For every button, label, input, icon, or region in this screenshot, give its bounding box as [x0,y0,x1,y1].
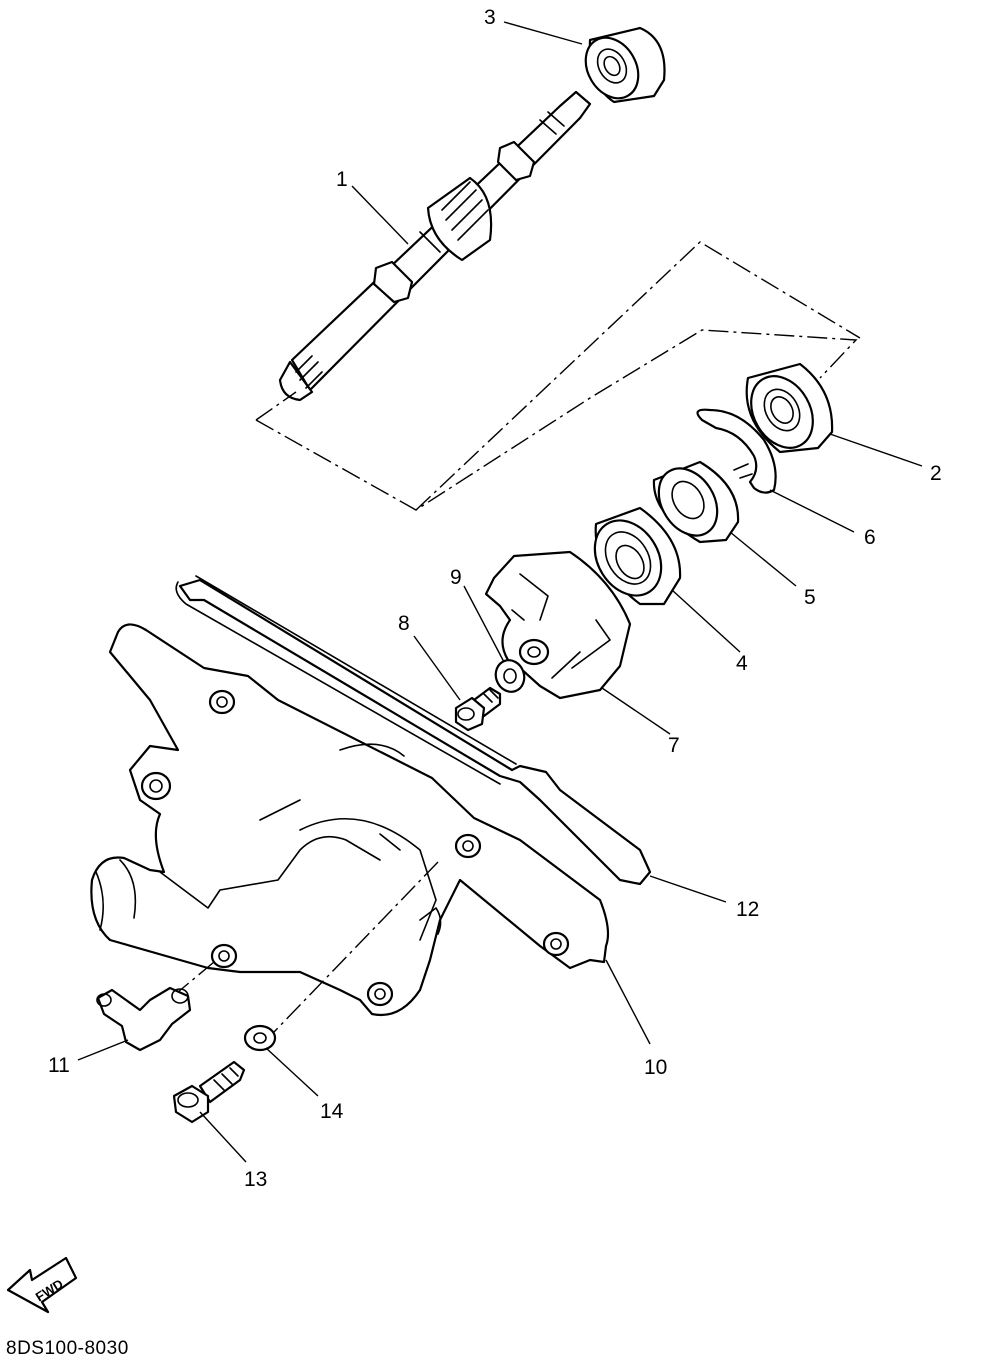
callout-5: 5 [804,586,816,609]
assembly-dashed-outline [177,241,861,1033]
callout-14: 14 [320,1100,344,1123]
callout-labels: 1 2 3 4 5 6 7 8 9 10 11 12 13 14 [48,6,942,1191]
callout-4: 4 [736,652,748,675]
callout-8: 8 [398,612,410,635]
part-3-bearing[interactable] [575,26,666,108]
callout-9: 9 [450,566,462,589]
part-1-shaft[interactable] [278,90,592,402]
part-14-washer[interactable] [243,1024,277,1052]
callout-3: 3 [484,6,496,29]
part-6-circlip[interactable] [696,408,777,494]
part-10-pump-housing[interactable] [90,623,610,1017]
callout-13: 13 [244,1168,267,1191]
callout-6: 6 [864,526,876,549]
part-12-gasket[interactable] [175,575,652,886]
callout-2: 2 [930,462,942,485]
callout-12: 12 [736,898,759,921]
callout-11: 11 [48,1054,70,1077]
part-9-washer[interactable] [491,656,528,696]
callout-10: 10 [644,1056,667,1079]
drawing-code: 8DS100-8030 [6,1338,129,1359]
part-13-bolt[interactable] [172,1060,246,1124]
part-2-bearing[interactable] [739,362,834,459]
part-4-mechanical-seal[interactable] [581,506,682,608]
part-7-impeller[interactable] [484,550,632,700]
callout-1: 1 [336,168,348,191]
fwd-arrow-icon: FWD [6,1256,78,1314]
part-11-fitting[interactable] [96,986,192,1052]
callout-7: 7 [668,734,680,757]
leader-lines [77,21,923,1163]
part-8-bolt[interactable] [454,686,502,732]
part-5-seal[interactable] [647,458,740,547]
